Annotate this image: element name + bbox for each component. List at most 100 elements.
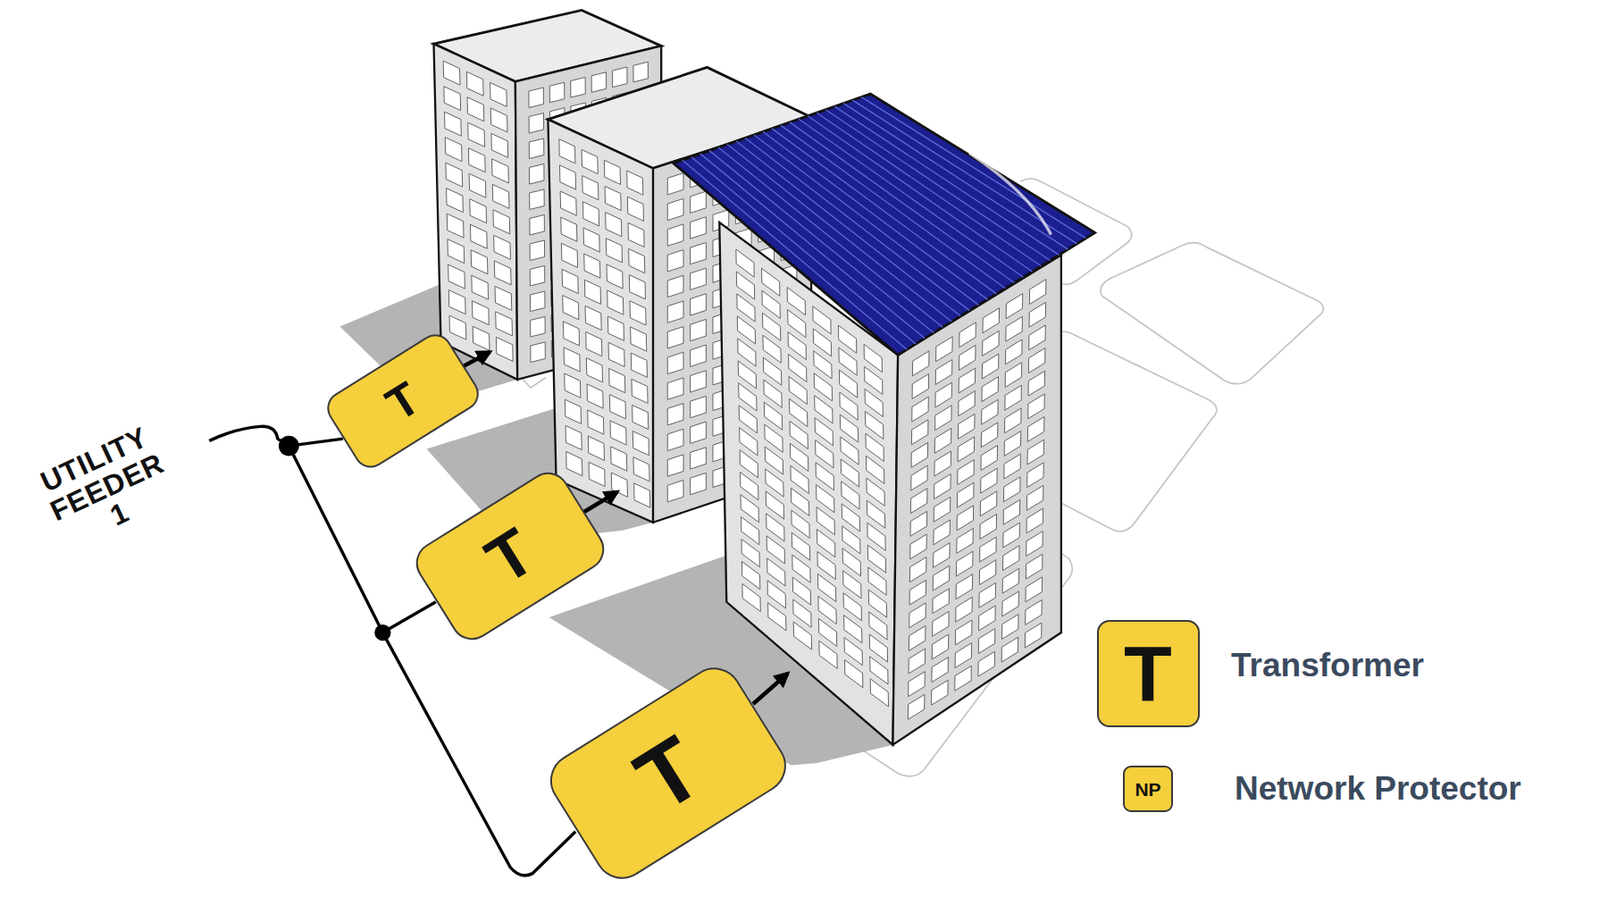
legend-symbol-text: NP [1134, 779, 1161, 799]
window [587, 435, 604, 461]
junction-dot [374, 624, 391, 641]
window [982, 308, 1000, 334]
window [1027, 416, 1045, 442]
window [845, 660, 863, 688]
window [585, 305, 602, 330]
window [1004, 431, 1022, 457]
window [609, 368, 626, 393]
window [958, 391, 976, 417]
window [634, 483, 651, 508]
window [957, 436, 975, 462]
window [870, 678, 888, 707]
window [1028, 370, 1046, 396]
window [935, 359, 953, 385]
window [955, 574, 973, 600]
window [1004, 453, 1022, 479]
window [667, 403, 684, 426]
window [1027, 462, 1045, 488]
window [528, 163, 545, 185]
window [449, 315, 467, 340]
window [588, 461, 605, 486]
window [959, 322, 977, 348]
window [1025, 600, 1043, 626]
solar-cell-line [834, 106, 1059, 255]
window [931, 657, 949, 683]
window [447, 239, 465, 264]
window [528, 87, 545, 109]
window [955, 551, 973, 577]
window [690, 370, 707, 393]
window [667, 377, 684, 400]
window [934, 474, 952, 500]
window [667, 428, 684, 451]
window [607, 316, 624, 341]
window [604, 185, 621, 210]
solar-cell-line [852, 100, 1077, 244]
window [529, 214, 545, 235]
window [530, 342, 546, 363]
window [584, 279, 601, 304]
window [979, 582, 997, 608]
feeder-label: UTILITY FEEDER 1 [27, 418, 188, 557]
window [690, 217, 707, 239]
window [956, 482, 974, 508]
window [495, 336, 513, 361]
window [591, 72, 607, 93]
window [690, 344, 707, 367]
window [490, 82, 508, 107]
window [667, 173, 684, 195]
window [469, 173, 486, 198]
window [562, 321, 579, 346]
transformer-letter: T [475, 517, 545, 595]
window [1028, 348, 1046, 374]
window [586, 384, 604, 409]
window [1005, 293, 1023, 319]
window [911, 442, 929, 468]
window [610, 420, 627, 445]
window [469, 224, 487, 249]
solar-cell-line [682, 159, 907, 350]
window [1029, 301, 1047, 327]
window [978, 651, 996, 677]
window [633, 457, 650, 482]
window [933, 543, 951, 569]
window [1002, 568, 1020, 594]
window [472, 326, 490, 351]
window [627, 170, 644, 195]
window [911, 419, 929, 445]
window [690, 472, 707, 495]
window [690, 421, 707, 444]
window [494, 260, 511, 285]
transformer-letter: T [378, 373, 428, 428]
window [690, 191, 707, 213]
window [1025, 553, 1043, 579]
window [490, 108, 508, 133]
window [667, 198, 684, 220]
window [909, 557, 927, 583]
window [605, 238, 622, 263]
window [628, 275, 646, 300]
window [980, 536, 997, 562]
window [1005, 408, 1022, 434]
window [561, 217, 578, 242]
window [448, 264, 466, 289]
window [630, 326, 647, 352]
window [819, 640, 838, 669]
window [629, 301, 646, 326]
window [956, 505, 974, 531]
window [1029, 279, 1047, 305]
window [586, 332, 603, 357]
window [560, 191, 577, 216]
window [1005, 316, 1023, 342]
window [632, 404, 649, 429]
junction-dot [278, 435, 300, 457]
window [690, 447, 707, 470]
window [1026, 531, 1044, 557]
window [492, 159, 510, 184]
window [494, 285, 512, 310]
window [954, 643, 972, 669]
window [931, 634, 949, 660]
window [443, 60, 461, 85]
window [528, 112, 545, 134]
window [907, 694, 925, 720]
